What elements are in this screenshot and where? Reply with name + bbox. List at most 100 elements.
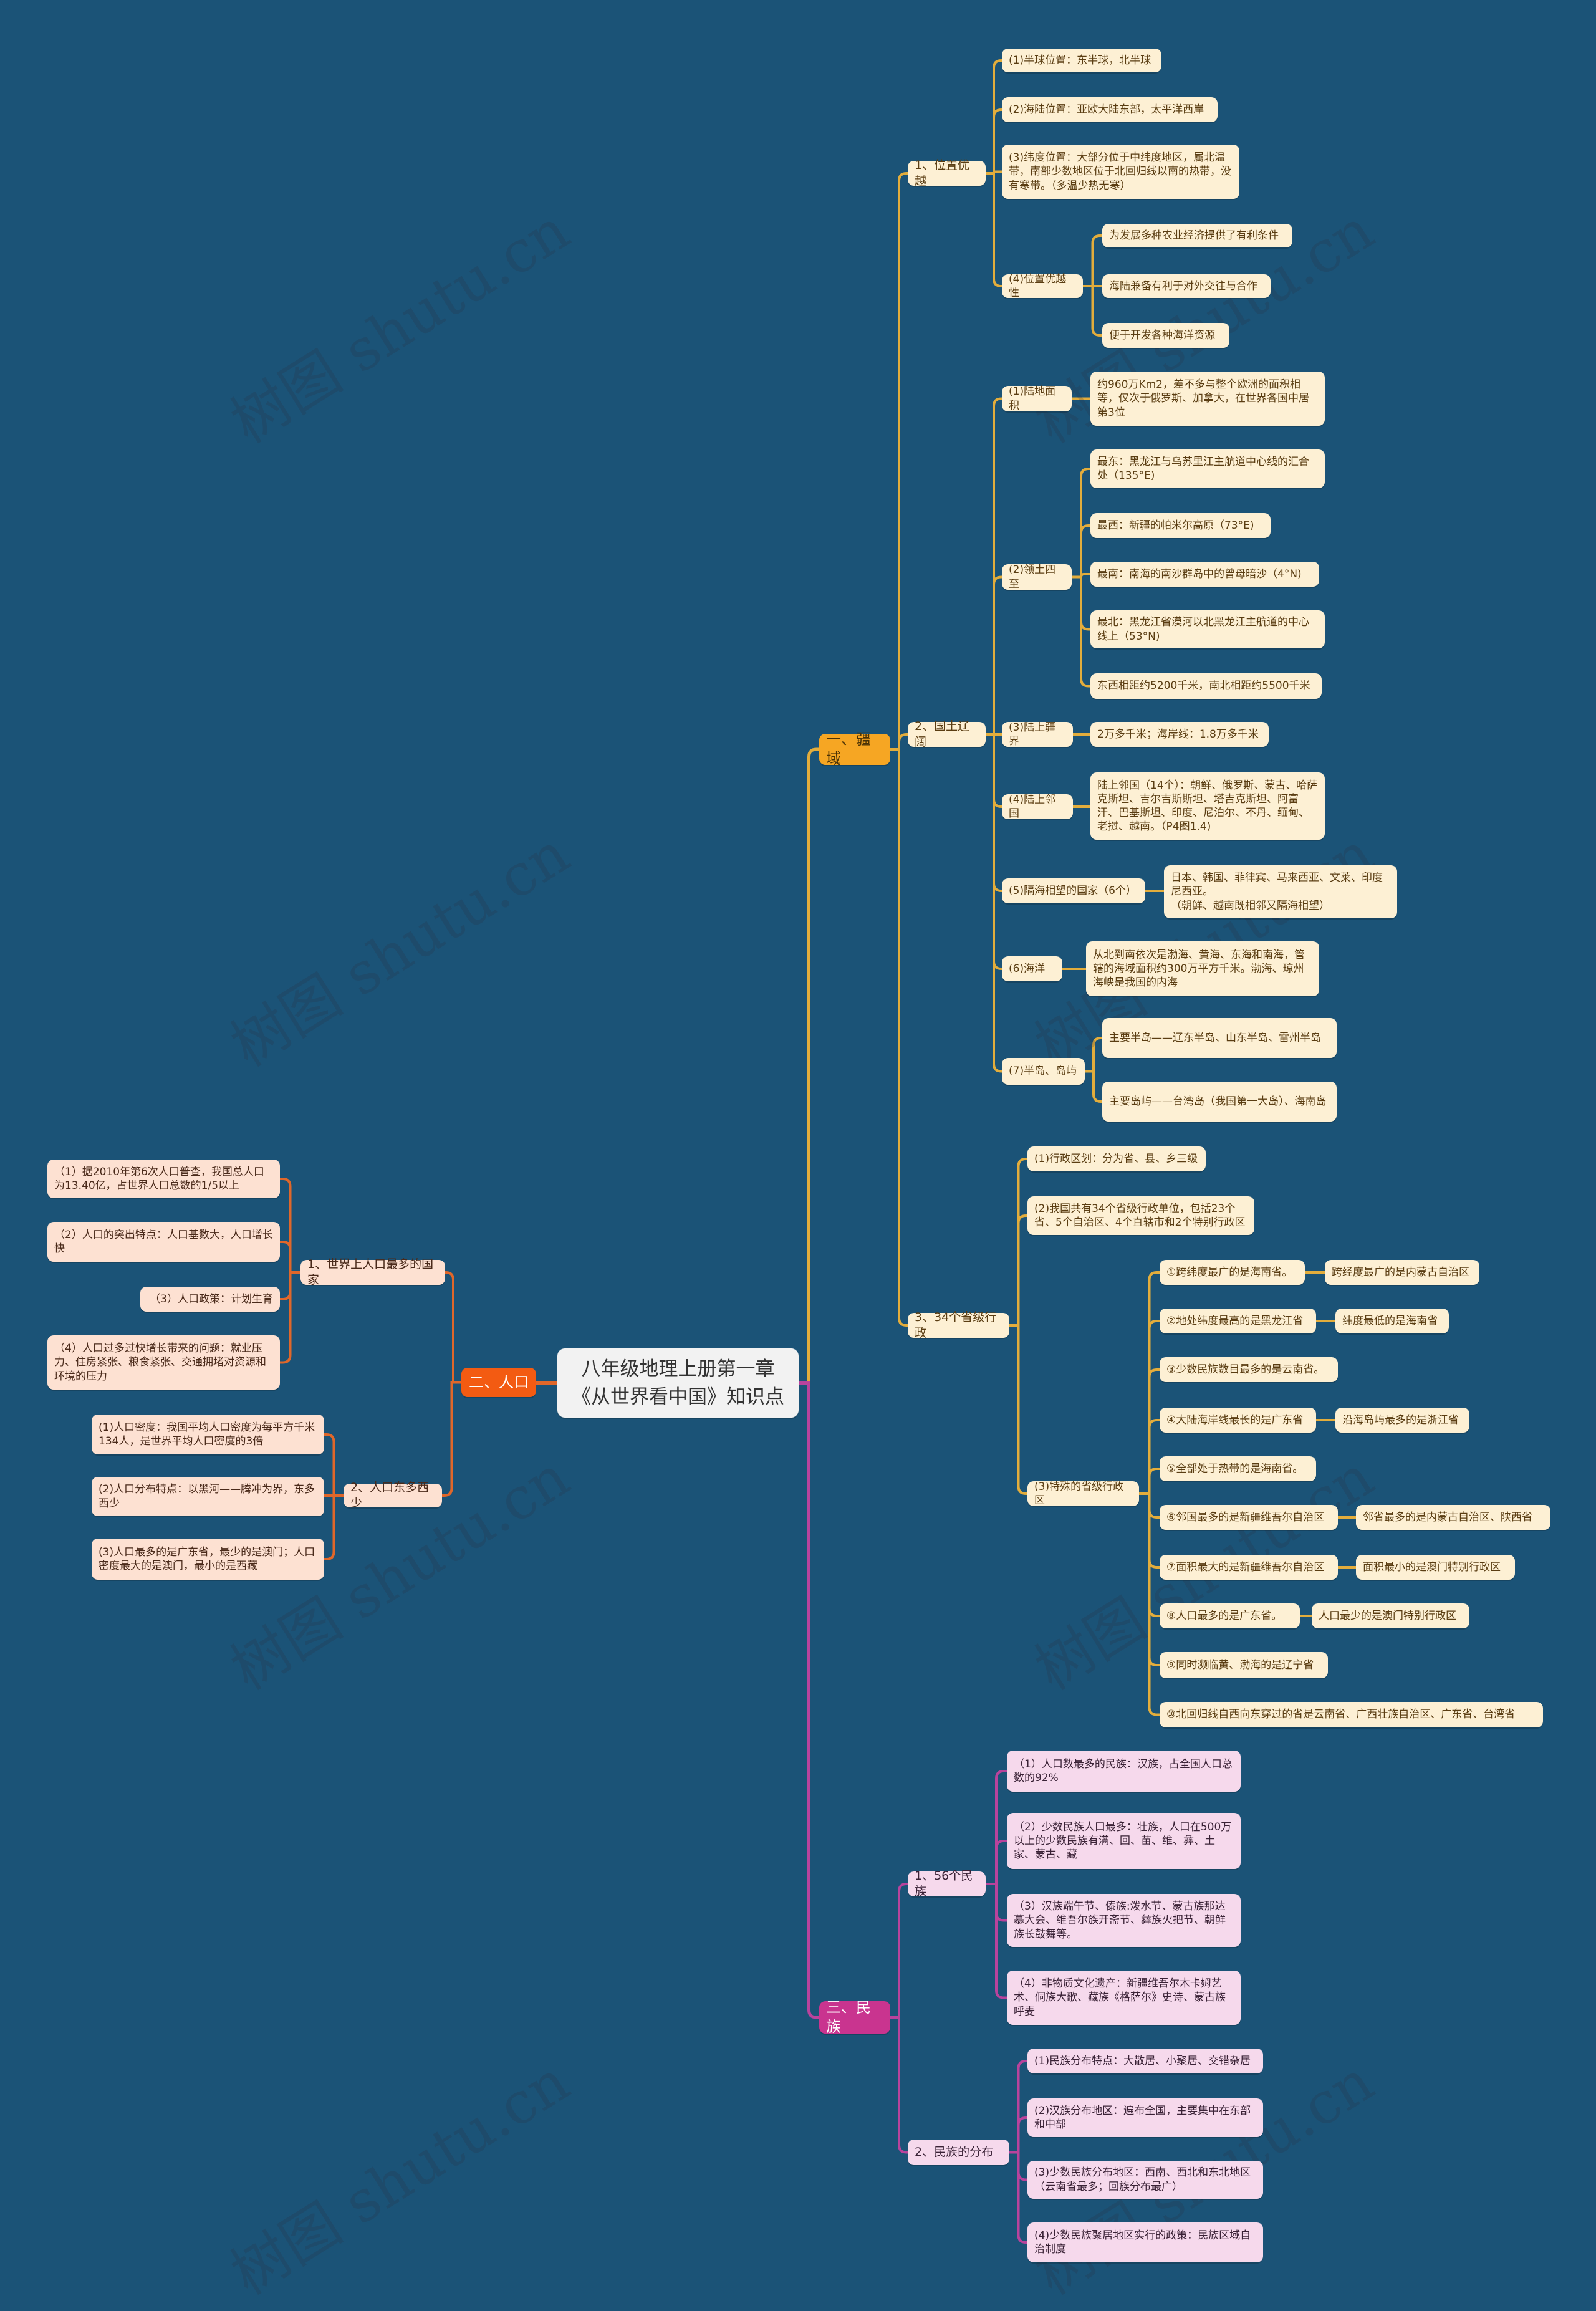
connector-line [986, 397, 1002, 736]
connector-line [1083, 234, 1102, 287]
special-province-item: ③少数民族数目最多的是云南省。 [1160, 1357, 1338, 1382]
land-neighbors-detail: 陆上邻国（14个）：朝鲜、俄罗斯、蒙古、哈萨克斯坦、吉尔吉斯斯坦、塔吉克斯坦、阿… [1090, 772, 1325, 840]
population-item: （1）据2010年第6次人口普查，我国总人口为13.40亿，占世界人口总数的1/… [47, 1160, 280, 1198]
connector-line [1139, 1468, 1160, 1495]
connector-line [799, 1381, 819, 2019]
connector-line [890, 733, 908, 751]
topic-latitude: (3)纬度位置：大部分位于中纬度地区，属北温带，南部少数地区位于北回归线以南的热… [1002, 145, 1239, 199]
connector-line [1139, 1368, 1160, 1495]
connector-line [890, 1883, 908, 2019]
connector-line [986, 1883, 1007, 1922]
topic-overseas-neighbors: (5)隔海相望的国家（6个） [1002, 878, 1145, 903]
special-province-pair: 跨经度最广的是内蒙古自治区 [1325, 1260, 1479, 1285]
connector-line [986, 170, 1002, 175]
ethnic-distribution-item: (2)汉族分布地区：遍布全国，主要集中在东部和中部 [1027, 2098, 1263, 2137]
connector-line [1139, 1271, 1160, 1495]
connector-line [1009, 2116, 1027, 2154]
connector-line [1139, 1492, 1160, 1617]
special-province-item: ⑨同时濒临黄、渤海的是辽宁省 [1160, 1652, 1328, 1678]
connector-line [986, 733, 1002, 970]
peninsula-item: 主要半岛——辽东半岛、山东半岛、雷州半岛 [1102, 1018, 1337, 1058]
special-province-pair: 邻省最多的是内蒙古自治区、陕西省 [1356, 1505, 1550, 1530]
connector-line [1139, 1419, 1160, 1495]
island-item: 主要岛屿——台湾岛（我国第一大岛）、海南岛 [1102, 1082, 1337, 1122]
connector-line [1009, 2151, 1027, 2244]
topic-hemisphere: (1)半球位置：东半球，北半球 [1002, 49, 1161, 72]
ethnic-group-item: （1）人口数最多的民族：汉族，占全国人口总数的92% [1007, 1751, 1241, 1792]
advantage-item: 便于开发各种海洋资源 [1102, 323, 1229, 348]
special-province-pair: 人口最少的是澳门特别行政区 [1312, 1603, 1469, 1628]
connector-line [1009, 1158, 1027, 1327]
connector-line [986, 108, 1002, 175]
population-item: （4）人口过多过快增长带来的问题：就业压力、住房紧张、粮食紧张、交通拥堵对资源和… [47, 1335, 280, 1390]
special-province-item: ④大陆海岸线最长的是广东省 [1160, 1408, 1316, 1433]
connector-line [1072, 524, 1090, 579]
connector-line [1139, 1492, 1160, 1716]
land-border-detail: 2万多千米；海岸线：1.8万多千米 [1090, 722, 1269, 747]
topic-advantage: (4)位置优越性 [1002, 273, 1083, 299]
extreme-item: 东西相距约5200千米，南北相距约5500千米 [1090, 673, 1322, 699]
topic-56-ethnic-groups: 1、56个民族 [908, 1869, 986, 1898]
topic-extremes: (2)领土四至 [1002, 564, 1072, 590]
connector-line [1139, 1492, 1160, 1569]
connector-line [986, 575, 1002, 736]
connector-line [986, 1883, 1007, 1999]
ethnic-distribution-item: (3)少数民族分布地区：西南、西北和东北地区（云南省最多；回族分布最广） [1027, 2161, 1263, 2199]
extreme-item: 最西：新疆的帕米尔高原（73°E) [1090, 513, 1271, 538]
connector-line [1139, 1320, 1160, 1495]
topic-land-neighbors: (4)陆上邻国 [1002, 794, 1073, 820]
central-topic: 八年级地理上册第一章《从世界看中国》知识点 [557, 1348, 799, 1418]
topic-peninsulas-islands: (7)半岛、岛屿 [1002, 1058, 1085, 1085]
connector-line [324, 1433, 344, 1497]
connector-line [1009, 1214, 1027, 1327]
ethnic-distribution-item: (1)民族分布特点：大散居、小聚居、交错杂居 [1027, 2049, 1263, 2073]
topic-land-border: (3)陆上疆界 [1002, 721, 1073, 747]
connector-line [1072, 575, 1090, 631]
extreme-item: 最南：南海的南沙群岛中的曾母暗沙（4°N) [1090, 562, 1319, 587]
special-province-item: ⑥邻国最多的是新疆维吾尔自治区 [1160, 1505, 1338, 1530]
connector-line [986, 733, 1002, 892]
topic-population-distribution: 2、人口东多西少 [344, 1481, 442, 1510]
land-area-detail: 约960万Km2，差不多与整个欧洲的面积相等，仅次于俄罗斯、加拿大，在世界各国中… [1090, 372, 1325, 426]
special-province-item: ⑦面积最大的是新疆维吾尔自治区 [1160, 1555, 1338, 1580]
population-distribution-item: (1)人口密度：我国平均人口密度为每平方千米134人，是世界平均人口密度的3倍 [92, 1415, 324, 1454]
connector-line [986, 733, 1002, 1073]
connector-line [799, 747, 819, 1385]
topic-province-count: (2)我国共有34个省级行政单位，包括23个省、5个自治区、4个直辖市和2个特别… [1027, 1196, 1254, 1235]
special-province-item: ⑤全部处于热带的是海南省。 [1160, 1456, 1316, 1481]
topic-ocean: (6)海洋 [1002, 956, 1062, 981]
special-province-pair: 纬度最低的是海南省 [1335, 1309, 1449, 1333]
connector-line [1009, 2151, 1027, 2181]
connector-line [986, 59, 1002, 175]
connector-line [890, 748, 908, 1327]
special-province-item: ⑩北回归线自西向东穿过的省是云南省、广西壮族自治区、广东省、台湾省 [1160, 1702, 1543, 1727]
connector-line [280, 1271, 300, 1300]
special-province-pair: 面积最小的是澳门特别行政区 [1356, 1555, 1515, 1580]
connector-line [1083, 285, 1102, 337]
extreme-item: 最东：黑龙江与乌苏里江主航道中心线的汇合处（135°E) [1090, 449, 1325, 488]
watermark: 树图 shutu.cn [219, 819, 581, 1080]
ethnic-group-item: （3）汉族端午节、傣族:泼水节、蒙古族那达慕大会、维吾尔族开斋节、彝族火把节、朝… [1007, 1894, 1241, 1947]
topic-most-populous: 1、世界上人口最多的国家 [300, 1257, 445, 1287]
connector-line [986, 172, 1002, 287]
connector-line [986, 1770, 1007, 1885]
ethnic-distribution-item: (4)少数民族聚居地区实行的政策：民族区域自治制度 [1027, 2222, 1263, 2262]
watermark: 树图 shutu.cn [219, 196, 581, 456]
watermark: 树图 shutu.cn [219, 2047, 581, 2308]
topic-admin-division: (1)行政区划：分为省、县、乡三级 [1027, 1146, 1206, 1171]
connector-line [1009, 1324, 1027, 1495]
connector-line [1085, 1037, 1102, 1073]
connector-line [986, 733, 1002, 808]
topic-special-provinces: (3)特殊的省级行政区 [1027, 1481, 1139, 1507]
population-item: （2）人口的突出特点：人口基数大，人口增长快 [47, 1222, 280, 1262]
connector-line [890, 172, 908, 751]
special-province-item: ②地处纬度最高的是黑龙江省 [1160, 1309, 1316, 1333]
ocean-detail: 从北到南依次是渤海、黄海、东海和南海，管辖的海域面积约300万平方千米。渤海、琼… [1086, 941, 1319, 996]
overseas-neighbors-detail: 日本、韩国、菲律宾、马来西亚、文莱、印度尼西亚。 （朝鲜、越南既相邻又隔海相望） [1164, 865, 1397, 918]
topic-ethnic-distribution: 2、民族的分布 [908, 2140, 1009, 2165]
connector-line [1139, 1492, 1160, 1519]
population-distribution-item: (3)人口最多的是广东省，最少的是澳门；人口密度最大的是澳门，最小的是西藏 [92, 1539, 324, 1580]
connector-line [324, 1494, 344, 1560]
connector-line [1072, 468, 1090, 579]
connector-line [442, 1381, 461, 1497]
